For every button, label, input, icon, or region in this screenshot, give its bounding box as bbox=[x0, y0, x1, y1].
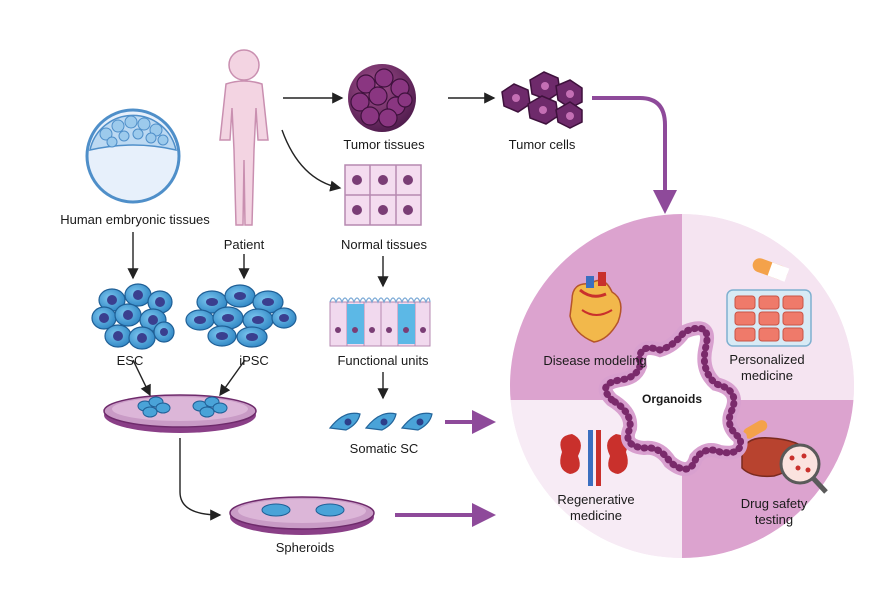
esc-cluster-icon bbox=[91, 283, 175, 350]
arrow-tumorcells-organoids bbox=[592, 96, 677, 214]
label-somatic-sc: Somatic SC bbox=[349, 441, 419, 456]
label-personalized-2: medicine bbox=[740, 368, 794, 383]
blister-pack-icon bbox=[726, 289, 812, 347]
label-tumor-cells: Tumor cells bbox=[508, 137, 576, 152]
patient-body-icon bbox=[219, 49, 269, 226]
tumor-tissue-icon bbox=[348, 64, 416, 132]
label-disease-modeling: Disease modeling bbox=[543, 353, 647, 368]
label-human-embryonic: Human embryonic tissues bbox=[60, 212, 210, 227]
small-pill-icon bbox=[743, 420, 768, 439]
heart-icon bbox=[569, 272, 622, 343]
ipsc-cluster-icon bbox=[185, 284, 297, 348]
label-normal-tissues: Normal tissues bbox=[341, 237, 427, 252]
spheroid-dish-icon bbox=[229, 496, 375, 535]
label-drug-1: Drug safety bbox=[740, 496, 808, 511]
label-spheroids: Spheroids bbox=[275, 540, 335, 555]
organoid-icon bbox=[598, 321, 748, 476]
label-regenerative-1: Regenerative bbox=[557, 492, 635, 507]
embryo-icon bbox=[85, 108, 181, 204]
pill-icon bbox=[752, 258, 790, 282]
arrow-esc-dish bbox=[132, 359, 151, 397]
label-drug-2: testing bbox=[754, 512, 794, 527]
label-personalized-1: Personalized bbox=[729, 352, 805, 367]
label-esc: ESC bbox=[116, 353, 144, 368]
arrow-patient-normal bbox=[281, 129, 342, 192]
label-organoids: Organoids bbox=[641, 392, 703, 406]
arrow-ipsc-dish bbox=[219, 359, 246, 397]
functional-units-icon bbox=[329, 297, 431, 347]
label-patient: Patient bbox=[223, 237, 265, 252]
label-tumor-tissues: Tumor tissues bbox=[343, 137, 425, 152]
normal-tissue-icon bbox=[344, 164, 422, 226]
label-ipsc: iPSC bbox=[239, 353, 269, 368]
arrow-dish-spheroids bbox=[179, 438, 222, 521]
label-functional-units: Functional units bbox=[337, 353, 429, 368]
label-regenerative-2: medicine bbox=[569, 508, 623, 523]
petri-dish-icon bbox=[103, 394, 257, 433]
magnifier-icon bbox=[779, 443, 828, 494]
